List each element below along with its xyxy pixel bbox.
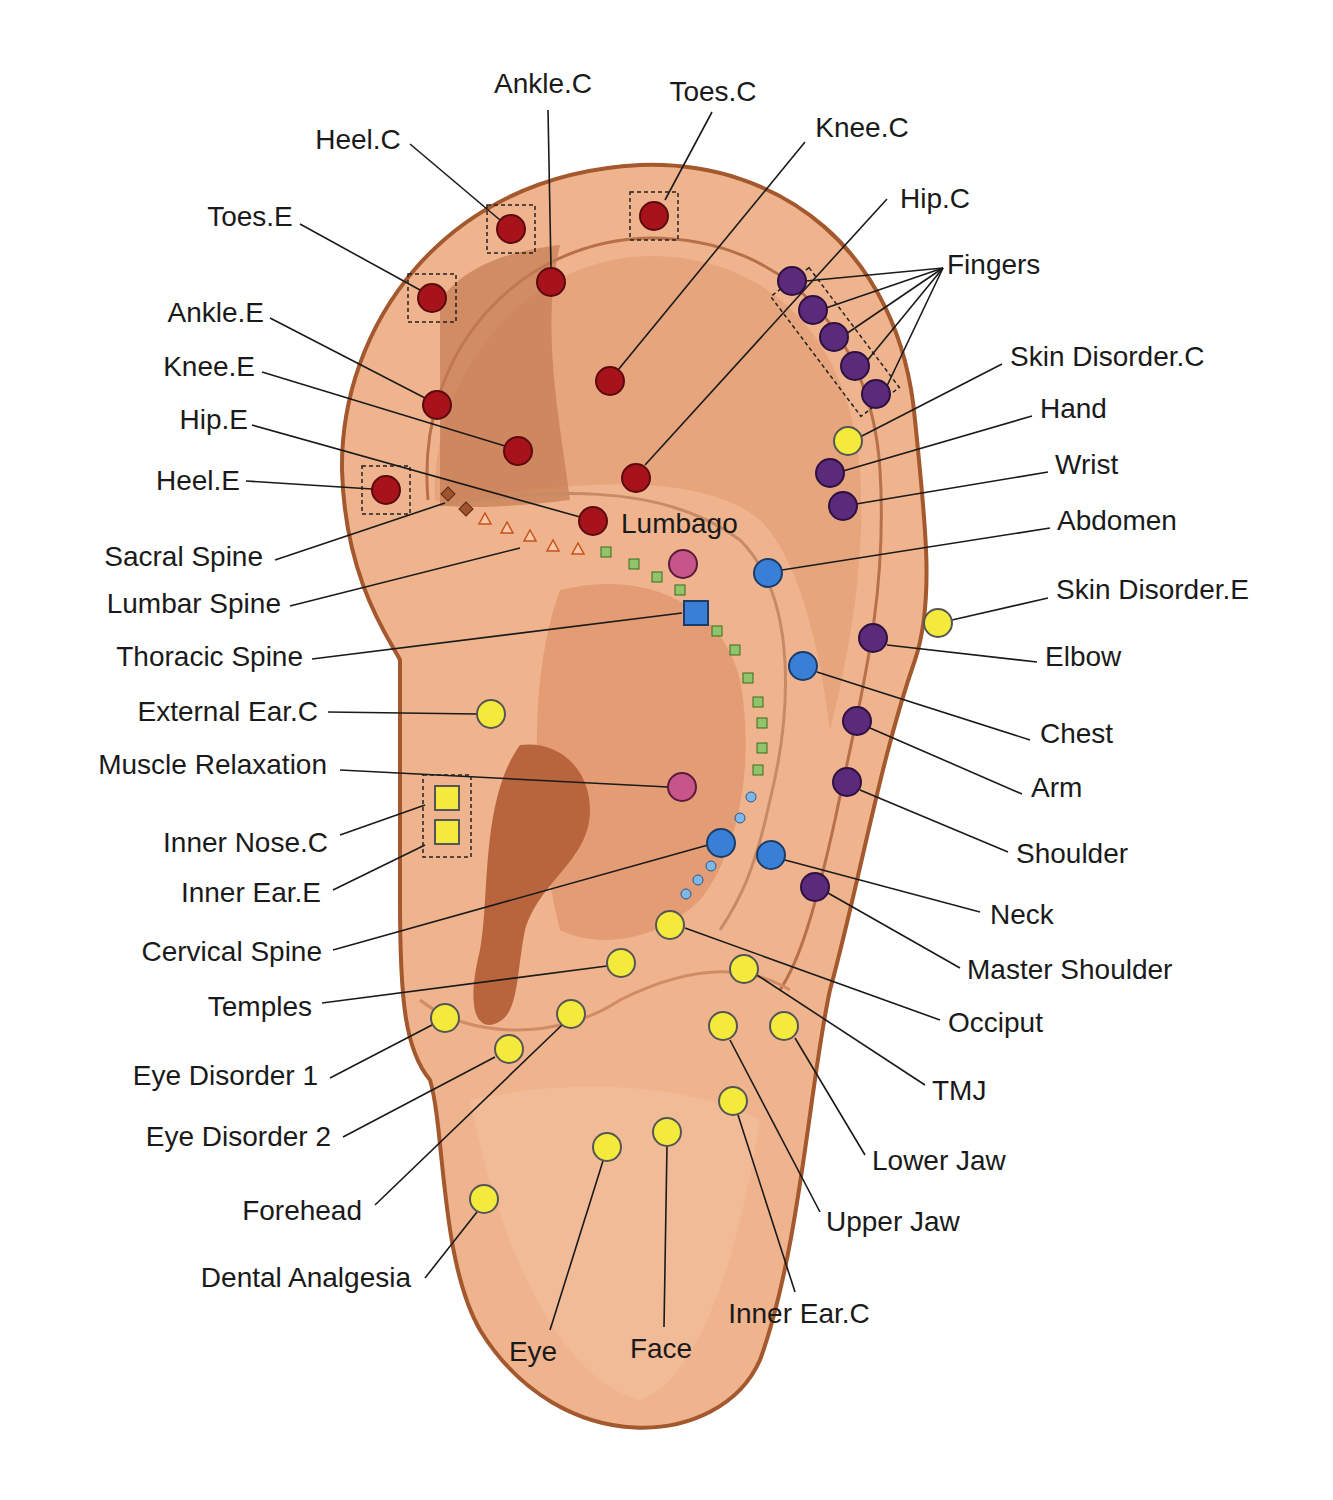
point-label: Eye bbox=[509, 1338, 557, 1366]
point-label: Skin Disorder.E bbox=[1056, 576, 1249, 604]
point-label: Cervical Spine bbox=[141, 938, 322, 966]
point-label: Thoracic Spine bbox=[116, 643, 303, 671]
point-label: Wrist bbox=[1055, 451, 1118, 479]
point-label: Muscle Relaxation bbox=[98, 751, 327, 779]
point-label: Temples bbox=[208, 993, 312, 1021]
point-label: Skin Disorder.C bbox=[1010, 343, 1205, 371]
point-label: Heel.E bbox=[156, 467, 240, 495]
point-label: Elbow bbox=[1045, 643, 1121, 671]
point-label: Chest bbox=[1040, 720, 1113, 748]
point-label: Knee.C bbox=[815, 114, 908, 142]
point-label: Toes.E bbox=[207, 203, 293, 231]
point-label: Eye Disorder 2 bbox=[146, 1123, 331, 1151]
point-label: Inner Nose.C bbox=[163, 829, 328, 857]
point-label: Hip.C bbox=[900, 185, 970, 213]
point-label: Neck bbox=[990, 901, 1054, 929]
point-label: Lumbago bbox=[621, 510, 738, 538]
point-label: Fingers bbox=[947, 251, 1040, 279]
point-label: Eye Disorder 1 bbox=[133, 1062, 318, 1090]
point-label: Inner Ear.C bbox=[728, 1300, 870, 1328]
point-label: Occiput bbox=[948, 1009, 1043, 1037]
point-label: Hand bbox=[1040, 395, 1107, 423]
point-label: Lumbar Spine bbox=[107, 590, 281, 618]
point-label: Toes.C bbox=[669, 78, 756, 106]
point-label: Ankle.E bbox=[168, 299, 265, 327]
point-label: Ankle.C bbox=[494, 70, 592, 98]
point-label: Upper Jaw bbox=[826, 1208, 960, 1236]
point-label: Arm bbox=[1031, 774, 1082, 802]
point-label: Knee.E bbox=[163, 353, 255, 381]
point-label: TMJ bbox=[932, 1077, 986, 1105]
point-label: Hip.E bbox=[180, 406, 248, 434]
point-label: Abdomen bbox=[1057, 507, 1177, 535]
point-label: Heel.C bbox=[315, 126, 401, 154]
point-label: Shoulder bbox=[1016, 840, 1128, 868]
point-label: Forehead bbox=[242, 1197, 362, 1225]
point-label: Lower Jaw bbox=[872, 1147, 1006, 1175]
point-label: Sacral Spine bbox=[104, 543, 263, 571]
point-label: Dental Analgesia bbox=[201, 1264, 411, 1292]
point-label: Master Shoulder bbox=[967, 956, 1172, 984]
point-label: External Ear.C bbox=[137, 698, 318, 726]
point-label: Inner Ear.E bbox=[181, 879, 321, 907]
point-label: Face bbox=[630, 1335, 692, 1363]
